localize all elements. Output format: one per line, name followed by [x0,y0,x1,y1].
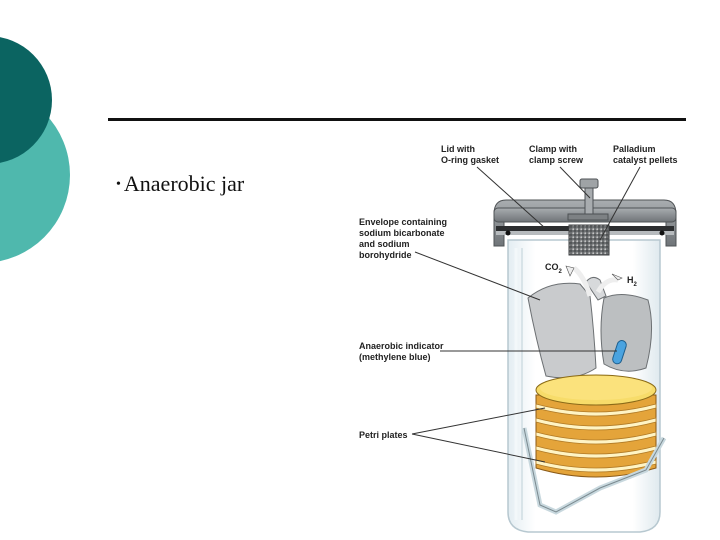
label-palladium-line2: catalyst pellets [613,155,678,165]
label-envelope-line3: and sodium [359,239,410,249]
label-lid-line1: Lid with [441,144,475,154]
label-indicator-line2: (methylene blue) [359,352,431,362]
label-petri-plates: Petri plates [359,430,408,440]
clamp-screw [567,178,609,221]
bullet-item: •Anaerobic jar [116,171,244,197]
bullet-symbol: • [116,177,121,192]
label-envelope-line2: sodium bicarbonate [359,228,445,238]
title-rule [108,118,686,121]
theme-decoration [0,37,70,262]
leader-lines [411,166,641,463]
label-envelope-line4: borohydride [359,250,412,260]
theme-circle-dark [0,37,52,163]
label-lid-line2: O-ring gasket [441,155,499,165]
petri-plate-stack [535,374,657,478]
gas-envelope [527,276,653,379]
label-envelope-line1: Envelope containing [359,217,447,227]
label-clamp-line2: clamp screw [529,155,584,165]
bullet-text: Anaerobic jar [123,171,245,196]
label-h2: H2 [627,275,638,288]
label-clamp-line1: Clamp with [529,144,577,154]
palladium-pellets [568,224,610,256]
gas-arrows [565,265,623,297]
diagram-labels: Lid with O-ring gasket Clamp with clamp … [359,144,678,440]
plate-rack-outline [523,427,665,513]
label-palladium-line1: Palladium [613,144,656,154]
label-co2: CO2 [545,262,563,275]
label-indicator-line1: Anaerobic indicator [359,341,444,351]
